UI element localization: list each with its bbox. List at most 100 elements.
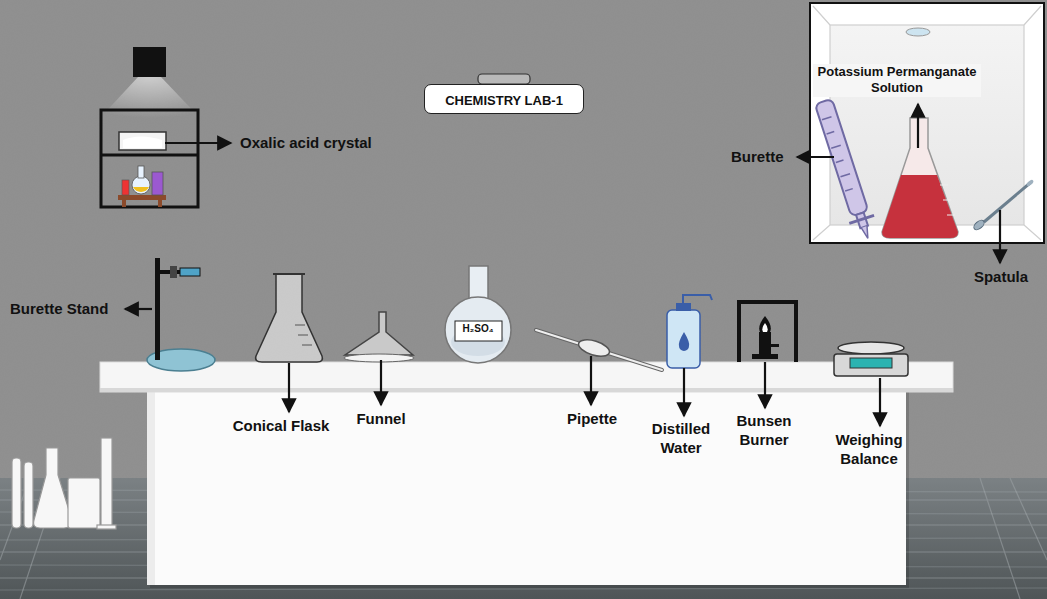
shelf-part bbox=[123, 137, 162, 149]
bunsen-burner-part bbox=[771, 344, 779, 347]
pipette-part bbox=[577, 337, 612, 360]
cabinet-part bbox=[813, 6, 1041, 240]
weighing-balance-part bbox=[834, 354, 908, 376]
permanganate-flask-part-part bbox=[947, 215, 955, 216]
floor-part-part bbox=[1010, 478, 1047, 560]
callout-label: Pipette bbox=[552, 410, 632, 429]
permanganate-flask-part bbox=[882, 175, 958, 238]
shelf-part bbox=[133, 187, 149, 192]
wash-bottle-part bbox=[667, 310, 700, 368]
lab-table-part bbox=[147, 390, 906, 585]
burette-part-part bbox=[831, 145, 841, 148]
burette-part-part bbox=[845, 189, 853, 191]
burette bbox=[811, 97, 880, 242]
shelf-part bbox=[138, 166, 144, 178]
conical-flask-part bbox=[288, 363, 290, 412]
lab-table bbox=[100, 362, 953, 588]
lab-sign: CHEMISTRY LAB-1 bbox=[424, 84, 584, 114]
shelf-lamp-part bbox=[133, 47, 166, 77]
lab-table-part bbox=[100, 362, 953, 392]
permanganate-flask-part bbox=[917, 104, 919, 148]
burette-part-part bbox=[836, 160, 844, 162]
burette-part bbox=[822, 117, 855, 191]
callout-label: Bunsen Burner bbox=[724, 412, 804, 450]
shelf-part bbox=[119, 132, 166, 150]
bunsen-burner bbox=[739, 302, 796, 408]
weighing-balance bbox=[834, 342, 908, 426]
spatula-part bbox=[1026, 179, 1035, 187]
round-flask-part bbox=[445, 297, 511, 363]
burette-stand-part bbox=[170, 266, 177, 278]
round-flask bbox=[445, 266, 511, 363]
bunsen-burner-part bbox=[759, 316, 771, 332]
cabinet-part bbox=[810, 3, 1044, 243]
spatula bbox=[972, 179, 1034, 263]
burette-part bbox=[861, 226, 870, 239]
wash-bottle-part bbox=[683, 295, 712, 303]
burette-stand-part bbox=[125, 308, 152, 310]
glassware-group-part bbox=[12, 458, 21, 528]
sign-text: CHEMISTRY LAB-1 bbox=[445, 93, 563, 108]
weighing-balance-part bbox=[879, 378, 881, 426]
burette-part-part bbox=[841, 174, 851, 177]
pipette bbox=[536, 330, 662, 405]
spatula-part bbox=[999, 210, 1001, 263]
burette-stand-part bbox=[180, 268, 200, 276]
glassware-group bbox=[12, 438, 116, 529]
flask-tag: H₂SO₄ bbox=[455, 323, 501, 336]
burette-stand bbox=[125, 258, 215, 371]
conical-flask-part-part bbox=[298, 335, 308, 336]
funnel bbox=[344, 312, 414, 405]
shelf-part bbox=[101, 110, 198, 207]
burette-part-part bbox=[827, 132, 835, 134]
permanganate-flask-part-part bbox=[940, 185, 948, 186]
burette-part-part bbox=[822, 117, 832, 120]
funnel-part bbox=[344, 354, 414, 362]
glassware-group-part bbox=[24, 462, 33, 528]
shelf-lamp bbox=[100, 47, 200, 118]
pipette-part bbox=[536, 330, 662, 370]
permanganate-flask-part bbox=[882, 118, 958, 238]
spatula-part bbox=[984, 183, 1030, 222]
bunsen-burner-part bbox=[759, 332, 771, 354]
shelf-lamp-part bbox=[100, 77, 200, 118]
cabinet-part bbox=[906, 28, 930, 36]
bunsen-burner-part bbox=[764, 362, 766, 408]
shelf-part bbox=[122, 200, 126, 207]
conical-flask bbox=[256, 274, 323, 412]
wash-bottle bbox=[667, 295, 712, 416]
glassware-group-part bbox=[68, 478, 100, 528]
spatula-part bbox=[972, 218, 986, 231]
permanganate-flask bbox=[882, 104, 958, 238]
shelf-part bbox=[132, 176, 150, 194]
lab-table-part bbox=[147, 390, 155, 585]
callout-label: Burette bbox=[731, 148, 795, 167]
burette-stand-part bbox=[155, 270, 183, 274]
weighing-balance-part bbox=[850, 358, 892, 368]
conical-flask-part bbox=[295, 325, 312, 345]
funnel-part bbox=[380, 360, 382, 405]
floor-part-part bbox=[0, 588, 1047, 590]
funnel-part bbox=[345, 312, 413, 355]
round-flask-part bbox=[455, 321, 502, 341]
wash-bottle-part bbox=[676, 303, 691, 311]
permanganate-flask-part-part bbox=[943, 200, 951, 201]
shelf-part bbox=[101, 154, 198, 157]
shelf bbox=[101, 110, 231, 207]
conical-flask-part bbox=[256, 274, 323, 362]
glassware-group-part bbox=[97, 525, 116, 529]
shelf-part bbox=[158, 200, 162, 207]
burette-part bbox=[849, 215, 874, 223]
glassware-group-part bbox=[34, 448, 72, 528]
callout-label: Potassium Permanganate Solution bbox=[813, 64, 981, 97]
permanganate-flask-part bbox=[940, 185, 955, 215]
bunsen-burner-part bbox=[762, 323, 767, 332]
callout-label: Burette Stand bbox=[10, 300, 122, 319]
wash-bottle-part bbox=[679, 332, 689, 351]
shelf-part bbox=[122, 180, 129, 195]
callout-label: Conical Flask bbox=[216, 417, 346, 436]
pipette-part bbox=[536, 330, 662, 370]
